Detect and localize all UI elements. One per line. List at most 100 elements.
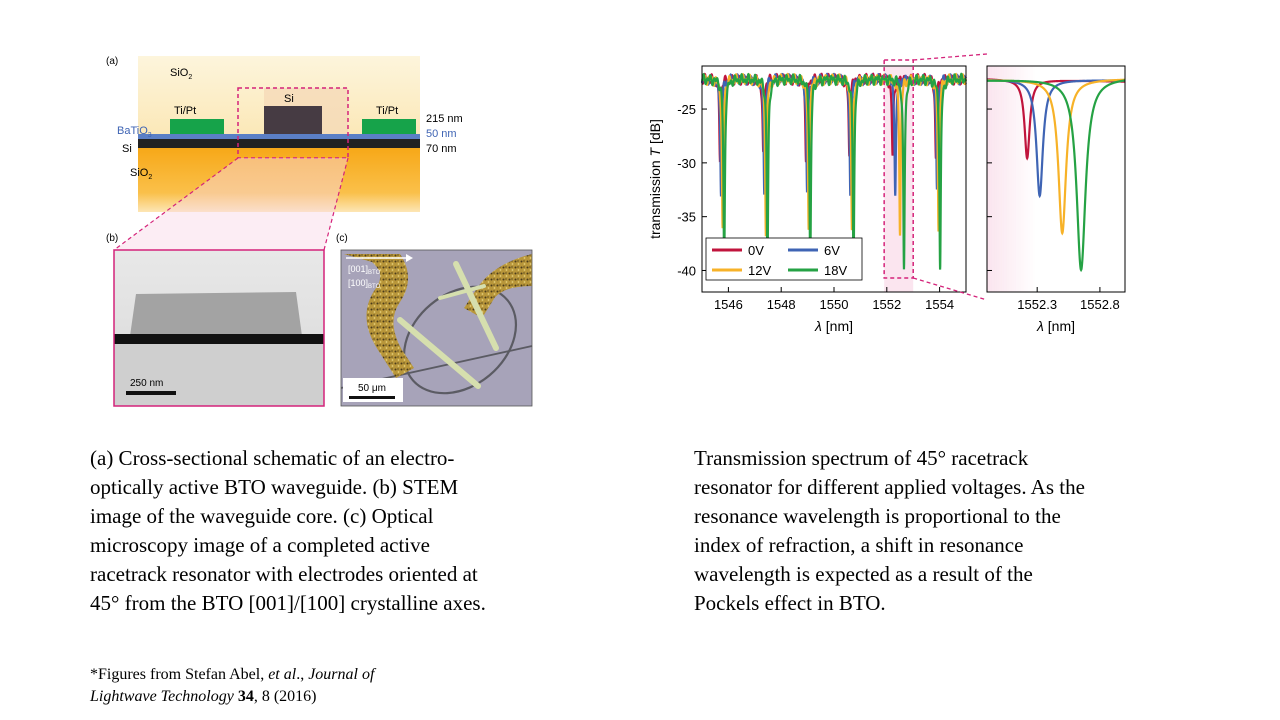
si-layer [138, 139, 420, 148]
legend-label-12v: 12V [748, 263, 771, 278]
left-caption-line: optically active BTO waveguide. (b) STEM [90, 475, 459, 499]
series-line-0v [700, 72, 967, 163]
zoom-shade-strip [989, 66, 992, 292]
main-xlabel: λ [nm] [814, 318, 853, 334]
panel-b-label: (b) [106, 233, 118, 244]
zoom-shade-strip [1015, 66, 1019, 292]
series-line-12v [701, 72, 967, 237]
electrode-pad-left [344, 254, 414, 378]
zoom-shade-strip [1001, 66, 1004, 292]
zoom-xlabel: λ [nm] [1036, 318, 1075, 334]
citation-rest: , 8 (2016) [253, 688, 317, 705]
citation-journal: Journal of [308, 666, 375, 683]
zoom-plot-frame [986, 65, 1126, 293]
right-caption-line: wavelength is expected as a result of th… [694, 562, 1033, 586]
right-caption-line: resonator for different applied voltages… [694, 475, 1085, 499]
citation: *Figures from Stefan Abel, et al., Journ… [90, 664, 374, 708]
electrode-right-label: Ti/Pt [376, 105, 398, 117]
ytick-label: -30 [677, 156, 696, 171]
si-core-label: Si [284, 93, 294, 105]
zoom-shade-strip [999, 66, 1002, 292]
axis-100-label: [100]BTO [348, 278, 381, 290]
electrode-arm-2 [453, 261, 499, 351]
zoom-connector-bottom [913, 277, 988, 301]
legend-label-6v: 6V [824, 243, 840, 258]
right-caption-line: index of refraction, a shift in resonanc… [694, 533, 1024, 557]
citation-prefix: *Figures from Stefan Abel, [90, 666, 269, 683]
legend-label-0v: 0V [748, 243, 764, 258]
stem-core [130, 292, 302, 336]
right-caption-line: Transmission spectrum of 45° racetrack [694, 446, 1029, 470]
zoom-xtick-label: 1552.8 [1080, 297, 1120, 312]
left-caption-line: 45° from the BTO [001]/[100] crystalline… [90, 591, 486, 615]
citation-mid: ., [296, 666, 309, 683]
legend: 0V 6V 12V 18V [705, 237, 863, 281]
zoom-shade-strip [1027, 66, 1031, 292]
racetrack-loop [402, 285, 518, 395]
zoom-line-right [323, 157, 349, 251]
micro-scale-label: 50 μm [358, 383, 386, 394]
citation-etal: et al [268, 666, 297, 683]
micro-scale-bar [349, 396, 395, 399]
zoom-shade-strip [987, 66, 990, 292]
legend-box [705, 237, 863, 281]
sio2-top-label: SiO2 [170, 67, 192, 81]
main-xtick-label: 1552 [872, 297, 901, 312]
zoom-connector-top [913, 53, 988, 61]
main-xtick-label: 1546 [714, 297, 743, 312]
si-core [264, 106, 322, 134]
stem-film [114, 334, 324, 344]
panel-c-label: (c) [336, 233, 348, 244]
right-caption: Transmission spectrum of 45° racetrack r… [694, 444, 1085, 618]
zoom-series-line-18v [987, 79, 1126, 273]
left-caption-line: (a) Cross-sectional schematic of an elec… [90, 446, 455, 470]
zoom-shade-strip [996, 66, 1000, 292]
series-line-18v [700, 72, 967, 273]
right-caption-line: resonance wavelength is proportional to … [694, 504, 1061, 528]
citation-volume: 34 [237, 688, 254, 705]
transmission-chart: 1546 1548 1550 1552 1554 -25 -30 -35 -40… [647, 53, 1126, 334]
electrode-arm-1 [397, 317, 481, 389]
series-line-6v [700, 72, 967, 197]
left-caption-line: image of the waveguide core. (c) Optical [90, 504, 434, 528]
legend-label-18v: 18V [824, 263, 847, 278]
device-figure-svg: (a) SiO2 Si Ti/Pt Ti/Pt BaTiO3 Si SiO2 2… [106, 56, 533, 407]
electrode-left-label: Ti/Pt [174, 105, 196, 117]
zoom-box [883, 59, 914, 279]
left-caption-line: microscopy image of a completed active [90, 533, 430, 557]
zoom-shade-strip [1030, 66, 1033, 292]
zoom-box-a [237, 87, 349, 159]
zoom-shade-strip [1008, 66, 1012, 292]
ytick-label: -25 [677, 102, 696, 117]
stem-frame [113, 249, 325, 407]
left-figure: (a) SiO2 Si Ti/Pt Ti/Pt BaTiO3 Si SiO2 2… [100, 50, 540, 410]
right-figure: 1546 1548 1550 1552 1554 -25 -30 -35 -40… [640, 50, 1140, 350]
zoom-shade-strip [1025, 66, 1028, 292]
citation-line-2: Lightwave Technology 34, 8 (2016) [90, 686, 374, 708]
ylabel: transmission T [dB] [647, 119, 663, 239]
zoom-shade-strip [1003, 66, 1007, 292]
axis-ticks [702, 108, 1101, 292]
citation-line-1: *Figures from Stefan Abel, et al., Journ… [90, 664, 374, 686]
main-xtick-label: 1554 [925, 297, 954, 312]
electrode-arm-3 [438, 284, 486, 300]
bto-label: BaTiO3 [117, 125, 152, 139]
bto-layer [138, 134, 420, 139]
zoom-wedge [114, 158, 348, 250]
electrode-pad-right [464, 254, 532, 318]
zoom-shade-strip [1011, 66, 1014, 292]
microscopy-frame [340, 249, 533, 407]
sio2-bottom-label: SiO2 [130, 167, 152, 181]
zoom-shade-strip [1006, 66, 1009, 292]
zoom-shade-strip [994, 66, 997, 292]
left-caption-line: racetrack resonator with electrodes orie… [90, 562, 478, 586]
zoom-xtick-label: 1552.3 [1017, 297, 1057, 312]
panel-a-label: (a) [106, 56, 118, 67]
ytick-label: -35 [677, 210, 696, 225]
stem-scale-bar [126, 391, 176, 395]
left-caption: (a) Cross-sectional schematic of an elec… [90, 444, 486, 618]
thickness-50: 50 nm [426, 128, 457, 140]
citation-journal-2: Lightwave Technology [90, 688, 234, 705]
zoom-shade-strip [1020, 66, 1024, 292]
zoom-shade-strip [1023, 66, 1026, 292]
